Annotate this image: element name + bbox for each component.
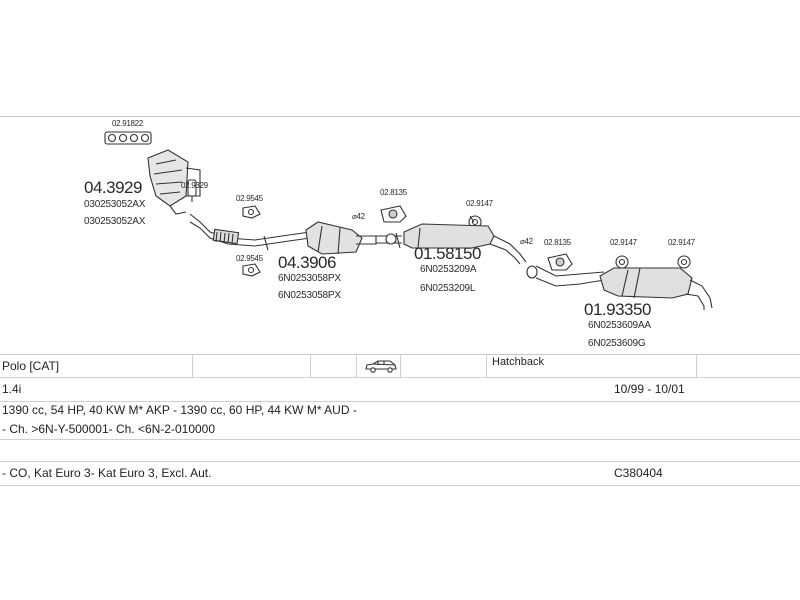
notes-cell: - CO, Kat Euro 3- Kat Euro 3, Excl. Aut. [2,466,212,480]
body-type-cell: Hatchback [492,356,544,368]
rear-pipe-drawing [526,265,605,287]
table-row: - CO, Kat Euro 3- Kat Euro 3, Excl. Aut.… [0,461,800,486]
rear-silencer-drawing [599,267,713,310]
table-top-border [0,354,800,355]
catalyst-oem-1: 6N0253058PX [278,273,341,284]
exhaust-drawing [104,131,713,310]
catalog-code-cell: C380404 [614,466,663,480]
rear-rubber-2-drawing [677,255,691,269]
rear-bracket-drawing [547,253,573,271]
rear-rubber-1-label: 02.9147 [610,238,637,247]
mid-silencer-oem-1: 6N0253209A [420,264,477,275]
front-pipe-drawing [189,213,311,251]
exhaust-diagram: 02.91822 04.3929 030253052AX 030253052AX… [84,119,713,349]
manifold-oem-1: 030253052AX [84,199,146,210]
engine-spec-cell: 1390 cc, 54 HP, 40 KW M* AKP - 1390 cc, … [2,403,357,417]
car-icon [362,355,398,377]
rear-silencer-part-number: 01.93350 [584,300,651,319]
chassis-cell: - Ch. >6N-Y-500001- Ch. <6N-2-010000 [2,422,216,436]
rear-rubber-1-drawing [615,255,629,269]
rear-diameter-label: ⌀42 [520,237,533,246]
gasket-lower-label: 02.9545 [236,254,263,263]
mid-bracket-label: 02.8135 [380,188,407,197]
catalyst-oem-2: 6N0253058PX [278,290,341,301]
gasket-code-label: 02.91822 [112,119,143,128]
rear-rubber-2-label: 02.9147 [668,238,695,247]
mid-diameter-label: ⌀42 [352,212,365,221]
table-row: 1.4i 10/99 - 10/01 [0,377,800,402]
mid-bracket-drawing [380,205,407,223]
gasket-lower-drawing [242,263,261,277]
manifold-gasket-drawing [104,131,152,145]
mid-silencer-oem-2: 6N0253209L [420,283,476,294]
catalyst-part-number: 04.3906 [278,253,336,272]
mid-silencer-part-number: 01.58150 [414,244,481,263]
manifold-part-number: 04.3929 [84,178,142,197]
model-cell: Polo [CAT] [2,359,60,373]
mid-rubber-label: 02.9147 [466,199,493,208]
engine-cell: 1.4i [2,382,22,396]
years-cell: 10/99 - 10/01 [614,382,685,396]
top-border [0,116,800,117]
table-row: 1390 cc, 54 HP, 40 KW M* AKP - 1390 cc, … [0,401,800,419]
clamp-code-label: 02.9329 [181,181,208,190]
manifold-oem-2: 030253052AX [84,216,146,227]
catalyst-drawing [305,221,377,255]
table-row: - Ch. >6N-Y-500001- Ch. <6N-2-010000 [0,419,800,440]
mid-pipe-drawing [376,232,402,249]
table-row [0,439,800,462]
rear-bracket-label: 02.8135 [544,238,571,247]
rear-silencer-oem-1: 6N0253609AA [588,320,651,331]
rear-silencer-oem-2: 6N0253609G [588,338,646,349]
gasket-upper-label: 02.9545 [236,194,263,203]
clamp-drawing [187,179,197,202]
manifold-catalyst-drawing [147,149,201,215]
mid-silencer-drawing [403,223,527,265]
table-row: Polo [CAT] Hatchback [0,355,800,378]
gasket-upper-drawing [242,205,261,219]
